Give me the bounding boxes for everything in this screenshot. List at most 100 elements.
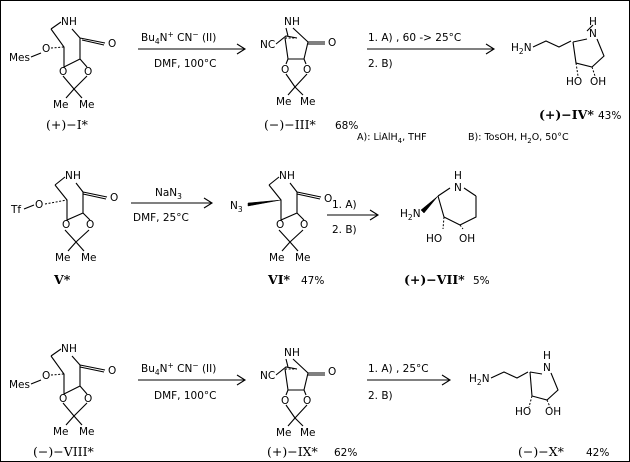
carbonyl-o: O (328, 366, 336, 378)
dioxole-o2: O (84, 66, 92, 78)
dioxole-o1: O (281, 395, 289, 407)
azide-n3: N3 (230, 200, 243, 214)
me-2: Me (79, 426, 95, 438)
carbonyl-o: O (108, 365, 116, 377)
dioxole-o1: O (281, 64, 289, 76)
nh-h: H (292, 16, 300, 28)
mes-group: Mes (9, 379, 30, 391)
me-2: Me (79, 99, 95, 111)
compound-III: N H O NC O O Me Me (−)−III* 68% (260, 16, 358, 132)
arrow-2-row3: 1. A) , 25°C 2. B) (367, 363, 452, 402)
reagent-B: B): TosOH, H2O, 50°C (468, 132, 569, 145)
conditions-below: 2. B) (368, 58, 393, 70)
me-1: Me (53, 426, 69, 438)
me-1: Me (276, 427, 292, 439)
reagent-above: 1. A) , 25°C (368, 363, 429, 375)
caption-X: (−)−X* (518, 444, 565, 459)
caption-VIII: (−)−VIII* (33, 444, 95, 459)
ether-o: O (35, 199, 43, 211)
arrow-2-row1: 1. A) , 60 -> 25°C 2. B) (367, 32, 496, 70)
yield-III: 68% (335, 120, 358, 132)
hydroxyl-ho: HO (566, 76, 582, 88)
hydroxyl-oh: OH (590, 76, 606, 88)
nh-h: H (287, 170, 295, 182)
nh-n: N (589, 28, 597, 40)
dioxole-o2: O (300, 219, 308, 231)
compound-I: N H O Mes O O O Me Me (+)−I* (9, 16, 116, 132)
conditions-below: DMF, 25°C (133, 212, 189, 224)
nh-h: H (589, 16, 597, 28)
triflate-tf: Tf (10, 204, 21, 216)
me-2: Me (81, 252, 97, 264)
yield-X: 42% (586, 447, 609, 459)
me-1: Me (53, 99, 69, 111)
nh-n: N (65, 170, 73, 182)
caption-VI: VI* (267, 272, 291, 287)
hydroxyl-oh: OH (545, 406, 561, 418)
compound-IX: N H O NC O O Me Me (+)−IX* 62% (260, 347, 357, 459)
nh-n: N (61, 16, 69, 28)
me-1: Me (269, 252, 285, 264)
dioxole-o2: O (84, 393, 92, 405)
amine-h2n: H2N (400, 208, 421, 222)
nh-n: N (279, 170, 287, 182)
me-1: Me (55, 252, 71, 264)
reagent-above: 1. A) (332, 199, 357, 211)
compound-VIII: N H O Mes O O O Me Me (−)−VIII* (9, 343, 116, 459)
amine-h2n: H2N (511, 42, 532, 56)
amine-wedge (420, 195, 439, 214)
nh-h: H (69, 343, 77, 355)
arrow-1-row2: NaN3 DMF, 25°C (131, 187, 214, 224)
arrow-1-row1: Bu4N+ CN− (II) DMF, 100°C (138, 30, 247, 70)
ether-o: O (42, 43, 50, 55)
yield-VII: 5% (473, 275, 490, 287)
reagent-above: 1. A) , 60 -> 25°C (368, 32, 461, 44)
arrow-1-row3: Bu4N+ CN− (II) DMF, 100°C (138, 361, 247, 402)
dioxole-o1: O (59, 66, 67, 78)
reagent-note: A): LiAlH4, THF B): TosOH, H2O, 50°C (357, 132, 569, 145)
nh-h: H (292, 347, 300, 359)
yield-VI: 47% (301, 275, 324, 287)
carbonyl-o: O (110, 192, 118, 204)
hydroxyl-oh: OH (459, 233, 475, 245)
reagent-above: Bu4N+ CN− (II) (141, 361, 216, 377)
conditions-below: 2. B) (332, 224, 357, 236)
dioxole-o2: O (303, 64, 311, 76)
me-2: Me (300, 96, 316, 108)
amine-h2n: H2N (469, 373, 490, 387)
reagent-above: NaN3 (155, 187, 182, 201)
arrow-2-row2: 1. A) 2. B) (327, 199, 380, 236)
caption-V: V* (53, 272, 71, 287)
nh-h: H (69, 16, 77, 28)
dioxole-o2: O (86, 219, 94, 231)
dioxole-o1: O (62, 219, 70, 231)
nh-n: N (61, 343, 69, 355)
compound-VII: H N H2N HO OH (+)−VII* 5% (400, 170, 490, 287)
conditions-below: DMF, 100°C (154, 58, 216, 70)
nh-h: H (543, 350, 551, 362)
dioxole-o1: O (276, 219, 284, 231)
carbonyl-o: O (108, 38, 116, 50)
caption-VII: (+)−VII* (404, 272, 465, 287)
me-1: Me (276, 96, 292, 108)
caption-I: (+)−I* (46, 117, 89, 132)
mes-group: Mes (9, 52, 30, 64)
caption-III: (−)−III* (264, 117, 317, 132)
conditions-below: DMF, 100°C (154, 390, 216, 402)
compound-V: Tf O N H O O O Me Me V* (10, 170, 118, 287)
caption-IV: (+)−IV* (539, 107, 594, 122)
me-2: Me (295, 252, 311, 264)
nh-h: H (73, 170, 81, 182)
ether-o: O (42, 370, 50, 382)
yield-IV: 43% (598, 110, 621, 122)
hydroxyl-ho: HO (426, 233, 442, 245)
caption-IX: (+)−IX* (267, 444, 319, 459)
dioxole-o1: O (59, 393, 67, 405)
reagent-above: Bu4N+ CN− (II) (141, 30, 216, 46)
dioxole-o2: O (303, 395, 311, 407)
yield-IX: 62% (334, 447, 357, 459)
nh-n: N (454, 182, 462, 194)
nh-n: N (543, 362, 551, 374)
